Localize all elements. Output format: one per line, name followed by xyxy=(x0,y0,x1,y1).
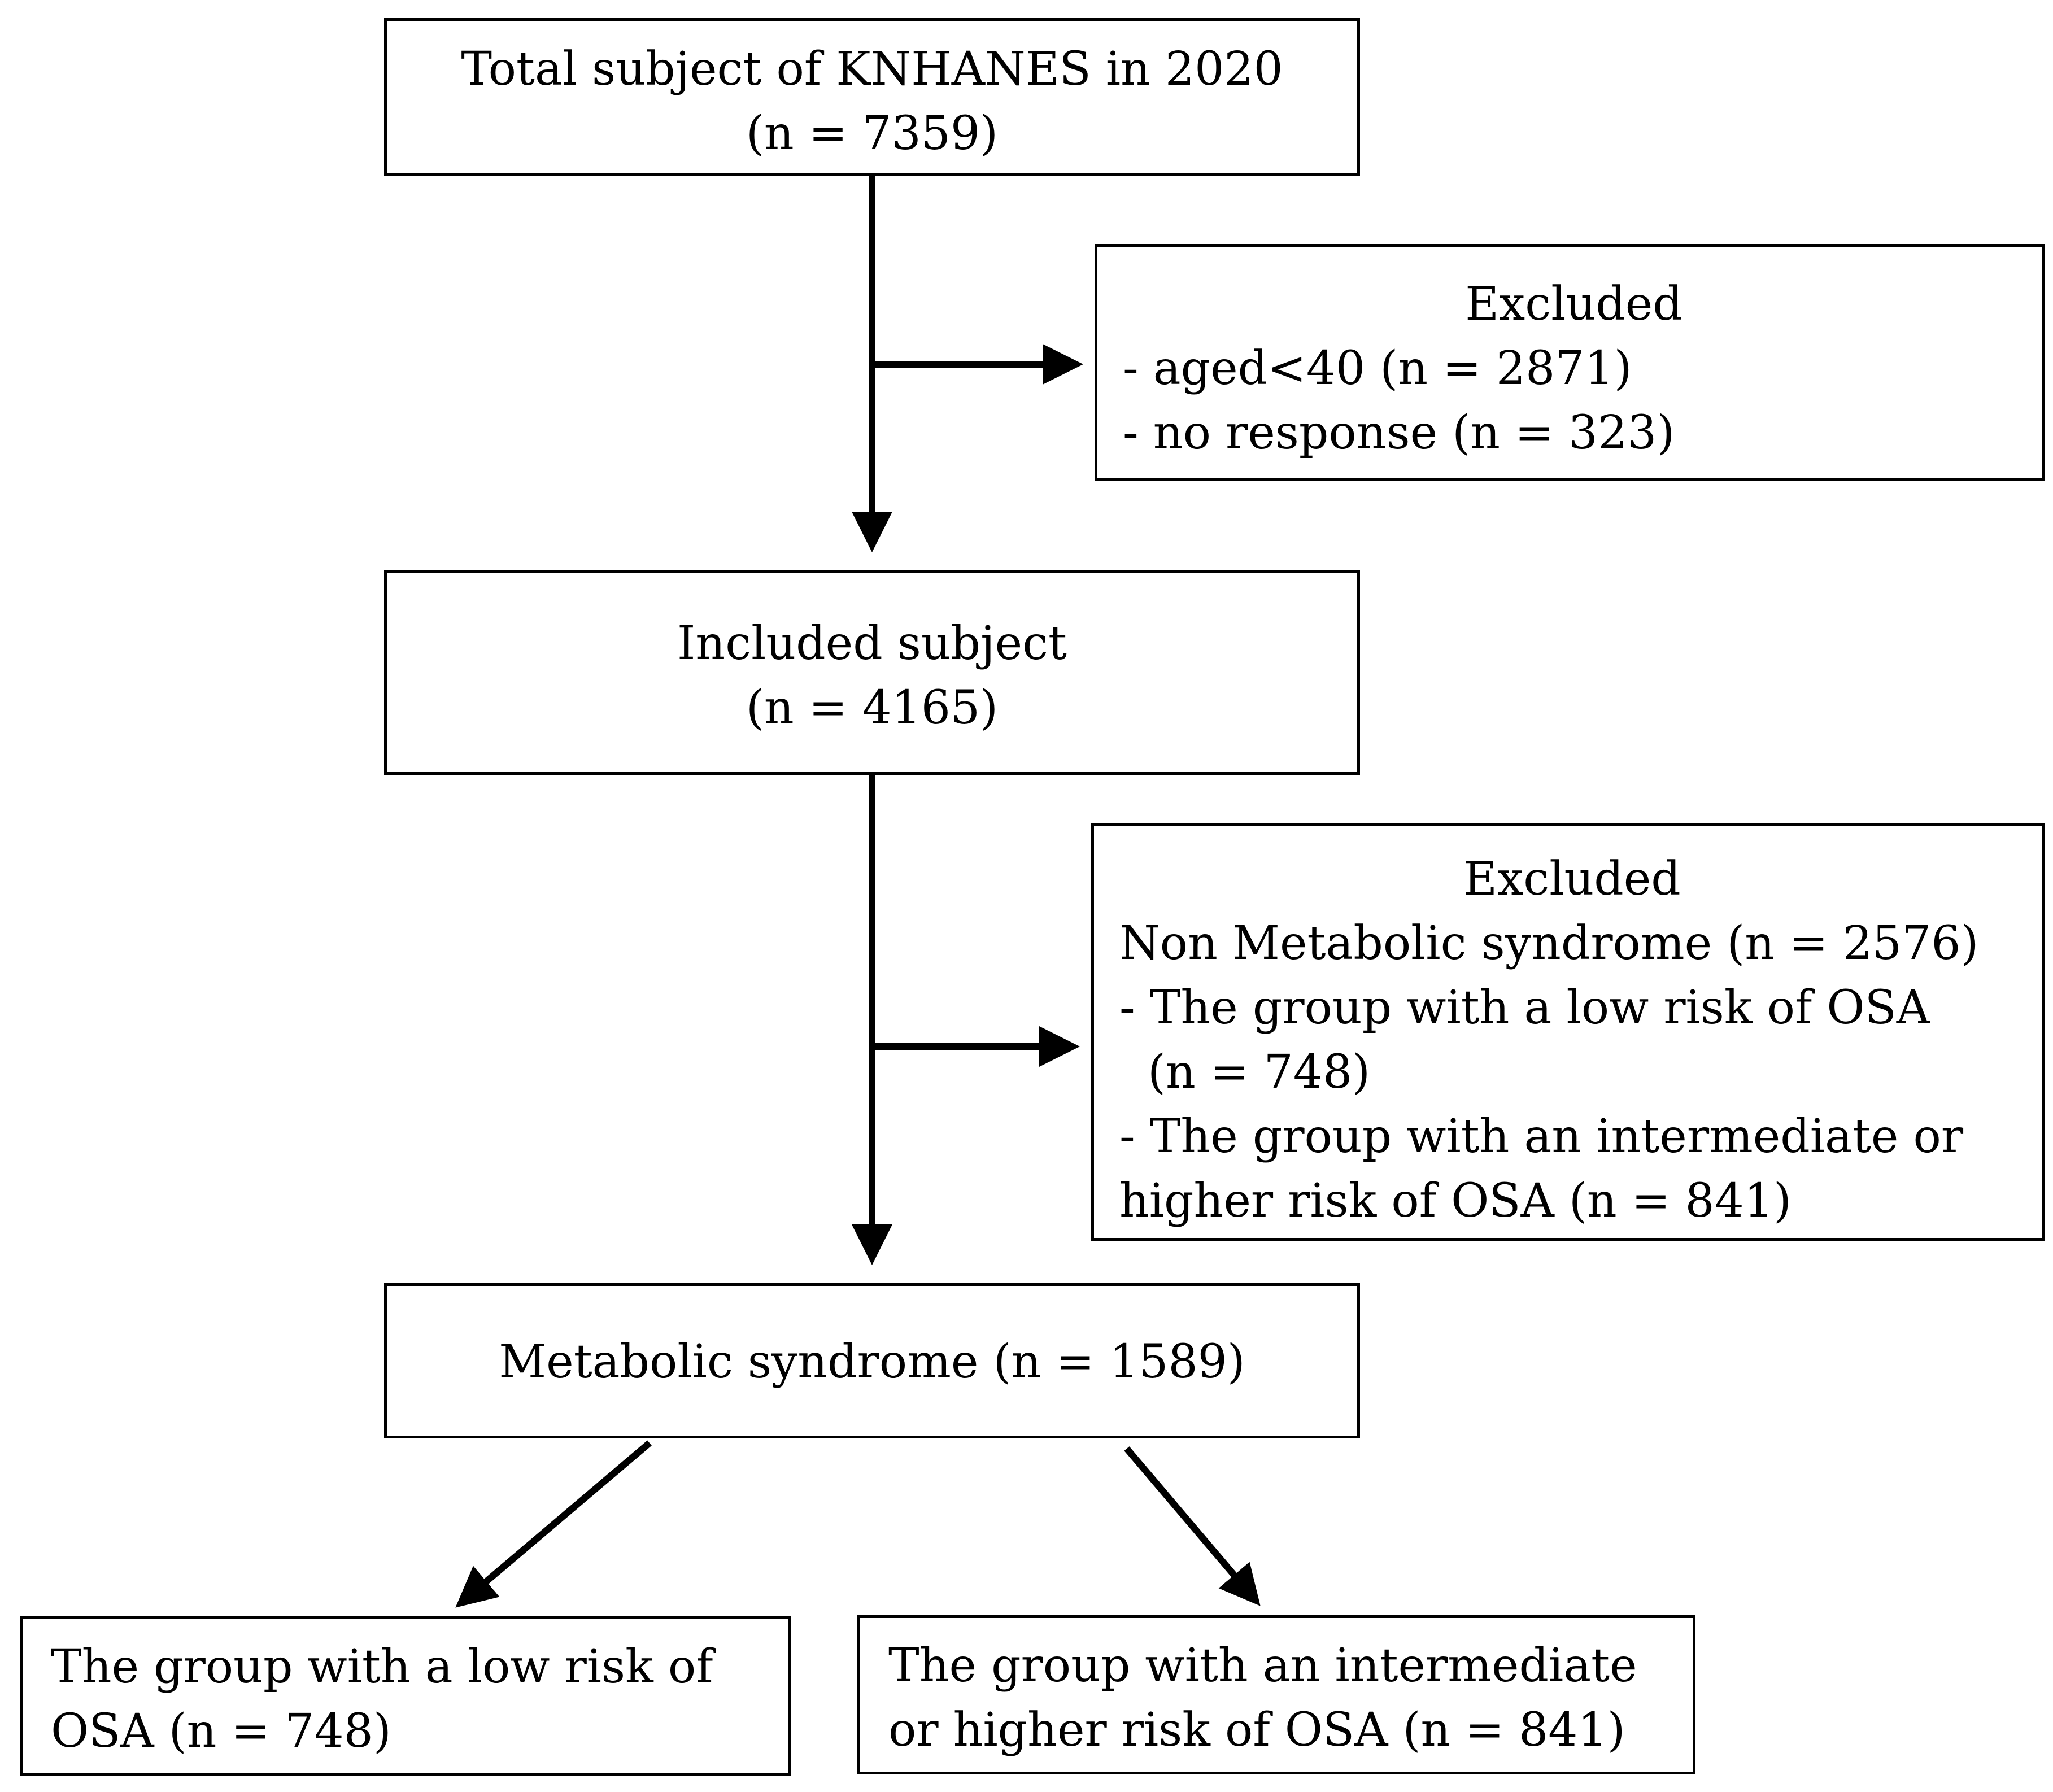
excluded-title: Excluded xyxy=(1463,852,1681,906)
excluded-box-non-metabolic: Excluded Non Metabolic syndrome (n = 257… xyxy=(1091,823,2045,1241)
non-metabolic-high-risk-item: - The group with an intermediate or xyxy=(1119,1110,1964,1163)
excluded-box-age: Excluded - aged<40 (n = 2871) - no respo… xyxy=(1095,244,2045,481)
low-risk-group-label: The group with a low risk of xyxy=(51,1640,713,1694)
metabolic-syndrome-box: Metabolic syndrome (n = 1589) xyxy=(384,1283,1360,1438)
non-metabolic-high-risk-count: higher risk of OSA (n = 841) xyxy=(1119,1174,1792,1228)
low-risk-group-box: The group with a low risk of OSA (n = 74… xyxy=(20,1616,791,1776)
arrow-metabolic-to-high-risk xyxy=(1124,1446,1261,1606)
non-metabolic-low-risk-item: - The group with a low risk of OSA xyxy=(1119,981,1930,1035)
excluded-no-response-item: - no response (n = 323) xyxy=(1123,406,1675,460)
included-subject-box: Included subject (n = 4165) xyxy=(384,570,1360,775)
excluded-title: Excluded xyxy=(1465,277,1682,331)
non-metabolic-low-risk-count: (n = 748) xyxy=(1148,1045,1371,1099)
included-subject-count: (n = 4165) xyxy=(746,681,999,735)
total-subject-label: Total subject of KNHANES in 2020 xyxy=(461,42,1283,96)
total-subject-box: Total subject of KNHANES in 2020 (n = 73… xyxy=(384,18,1360,176)
low-risk-group-count: OSA (n = 748) xyxy=(51,1704,391,1758)
total-subject-count: (n = 7359) xyxy=(746,107,999,160)
metabolic-syndrome-label: Metabolic syndrome (n = 1589) xyxy=(499,1335,1245,1389)
high-risk-group-count: or higher risk of OSA (n = 841) xyxy=(888,1703,1625,1757)
high-risk-group-label: The group with an intermediate xyxy=(888,1639,1637,1693)
excluded-age-item: - aged<40 (n = 2871) xyxy=(1123,342,1632,395)
included-subject-label: Included subject xyxy=(677,617,1067,670)
arrow-metabolic-to-low-risk xyxy=(455,1440,652,1608)
non-metabolic-label: Non Metabolic syndrome (n = 2576) xyxy=(1119,917,1979,970)
high-risk-group-box: The group with an intermediate or higher… xyxy=(857,1615,1695,1774)
